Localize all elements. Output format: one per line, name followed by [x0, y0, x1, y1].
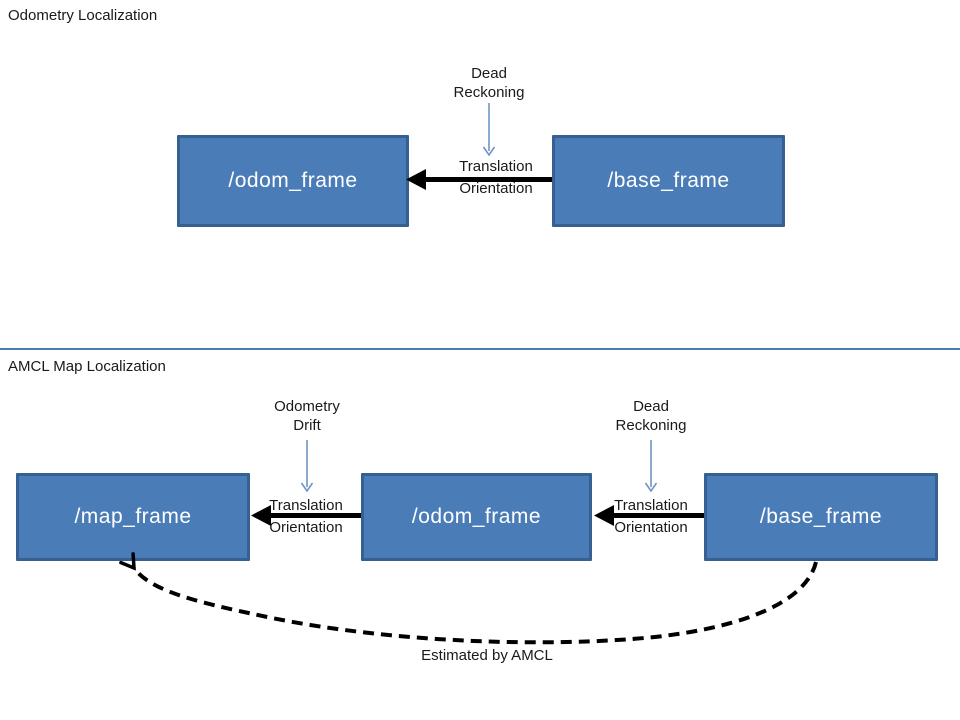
- dead-reckoning-annotation-bottom: Dead Reckoning: [591, 397, 711, 435]
- translation-label: Translation: [459, 158, 533, 175]
- odometry-drift-annotation: Odometry Drift: [247, 397, 367, 435]
- translation-label: Translation: [269, 497, 343, 514]
- odometry-drift-line2: Drift: [293, 417, 321, 434]
- orientation-label: Orientation: [614, 519, 688, 536]
- odom-frame-label-top: /odom_frame: [228, 169, 358, 192]
- base-frame-label-bottom: /base_frame: [759, 505, 883, 528]
- odom-frame-box-top: /odom_frame: [177, 135, 409, 227]
- amcl-section-title: AMCL Map Localization: [8, 358, 166, 375]
- orientation-label: Orientation: [269, 519, 343, 536]
- map-frame-label: /map_frame: [74, 505, 192, 528]
- dead-reckoning-line2: Reckoning: [615, 417, 687, 434]
- dead-reckoning-line1: Dead: [633, 398, 669, 415]
- section-divider-line: [0, 348, 960, 350]
- odom-frame-label-bottom: /odom_frame: [411, 505, 542, 528]
- dead-reckoning-arrow-bottom-head-icon: [644, 482, 658, 493]
- base-frame-box-top: /base_frame: [552, 135, 785, 227]
- odom-frame-box-bottom: /odom_frame: [361, 473, 592, 561]
- orientation-label: Orientation: [459, 180, 533, 197]
- estimated-by-amcl-label: Estimated by AMCL: [421, 647, 553, 664]
- map-frame-box: /map_frame: [16, 473, 250, 561]
- base-frame-box-bottom: /base_frame: [704, 473, 938, 561]
- odometry-drift-line1: Odometry: [274, 398, 340, 415]
- transform-arrow-top-head-icon: [406, 169, 426, 190]
- transform-arrow-label-map-odom: Translation Orientation: [246, 498, 366, 535]
- odometry-section-title: Odometry Localization: [8, 7, 158, 24]
- dead-reckoning-annotation-top: Dead Reckoning: [429, 64, 549, 102]
- dead-reckoning-arrow-top-head-icon: [482, 146, 496, 157]
- base-frame-label-top: /base_frame: [607, 169, 730, 192]
- amcl-estimate-arrow: [119, 552, 818, 645]
- odometry-drift-arrow-head-icon: [300, 482, 314, 493]
- dead-reckoning-line2: Reckoning: [453, 84, 525, 101]
- transform-arrow-label-top: Translation Orientation: [436, 159, 556, 196]
- transform-arrow-label-odom-base: Translation Orientation: [591, 498, 711, 535]
- dead-reckoning-line1: Dead: [471, 65, 507, 82]
- translation-label: Translation: [614, 497, 688, 514]
